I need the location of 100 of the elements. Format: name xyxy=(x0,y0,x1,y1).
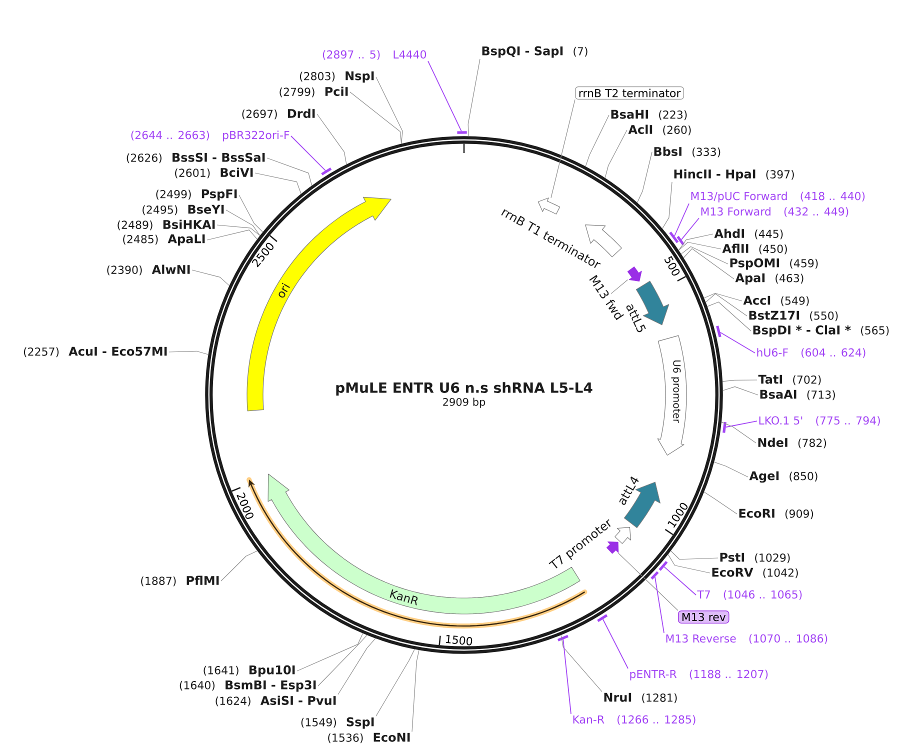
leader-line xyxy=(678,234,714,250)
leader-line xyxy=(226,210,260,236)
leader-line xyxy=(206,230,258,240)
leader-line xyxy=(714,462,748,478)
leader-line xyxy=(662,182,672,229)
leader-line xyxy=(350,92,402,144)
enzyme-site-label: EcoRI (909) xyxy=(739,508,814,520)
primer-mark xyxy=(558,634,568,642)
leader-line xyxy=(680,246,728,264)
enzyme-site-label: (2495) BseYI xyxy=(142,204,224,216)
leader-line xyxy=(290,136,326,171)
leader-line xyxy=(721,422,756,444)
enzyme-site-label: PstI (1029) xyxy=(720,552,790,564)
primer-label: T7 (1046 .. 1065) xyxy=(697,590,802,600)
primer-label: M13/pUC Forward (418 .. 440) xyxy=(691,192,865,202)
leader-line xyxy=(654,576,664,634)
leader-line xyxy=(412,650,420,732)
feature-label: attL5 xyxy=(626,304,646,332)
primer-label: LKO.1 5' (775 .. 794) xyxy=(759,416,880,426)
enzyme-site-label: (2697) DrdI xyxy=(242,108,315,120)
feature-band xyxy=(627,266,642,282)
leader-line xyxy=(585,114,610,167)
leader-line xyxy=(168,350,208,355)
enzyme-site-label: (2485) ApaLI xyxy=(123,234,205,246)
leader-line xyxy=(216,224,260,236)
leader-line xyxy=(316,114,347,165)
leader-line xyxy=(683,248,734,280)
leader-line xyxy=(560,634,602,692)
enzyme-site-label: BsaAI (713) xyxy=(760,390,835,400)
enzyme-site-label: TatI (702) xyxy=(758,374,821,386)
enzyme-site-label: (2499) PspFI xyxy=(156,189,237,201)
enzyme-site-label: BsaHI (223) xyxy=(611,110,687,120)
enzyme-site-label: (2799) PciI xyxy=(280,86,348,98)
enzyme-site-label: (2257) AcuI - Eco57MI xyxy=(24,346,167,358)
leader-line xyxy=(428,60,462,132)
primer-label: Kan-R (1266 .. 1285) xyxy=(573,715,696,725)
primer-mark xyxy=(597,614,608,622)
enzyme-site-label: BbsI (333) xyxy=(654,146,720,158)
leader-line xyxy=(668,554,710,574)
leader-line xyxy=(192,270,230,286)
enzyme-site-label: AccI (549) xyxy=(743,296,809,306)
primer-mark xyxy=(321,168,332,176)
primer-label: M13 Forward (432 .. 449) xyxy=(701,207,848,217)
enzyme-site-label: (2390) AlwNI xyxy=(107,264,190,276)
primer-mark xyxy=(676,236,684,246)
leader-line xyxy=(637,152,652,203)
enzyme-site-label: (1549) SspI xyxy=(301,717,374,729)
leader-line xyxy=(725,420,758,428)
scale-label: 1500 xyxy=(446,635,472,646)
leader-line xyxy=(468,58,480,136)
leader-line xyxy=(704,292,742,302)
primer-mark xyxy=(658,560,668,571)
leader-line xyxy=(376,648,415,716)
leader-line xyxy=(664,566,696,596)
leader-line xyxy=(550,99,576,198)
primer-label: (2644 .. 2663) pBR322ori-F xyxy=(131,130,290,142)
leader-line xyxy=(678,242,722,250)
enzyme-site-label: (2489) BsiHKAI xyxy=(118,220,215,230)
enzyme-site-label: EcoRV (1042) xyxy=(712,568,798,578)
leader-line xyxy=(681,218,700,240)
leader-line xyxy=(296,633,364,672)
callout-box: M13 rev xyxy=(678,610,730,624)
enzyme-site-label: PspOMI (459) xyxy=(730,258,818,270)
primer-label: M13 Reverse (1070 .. 1086) xyxy=(666,634,828,644)
enzyme-site-label: (2626) BssSI - BssSaI xyxy=(126,152,265,164)
leader-line xyxy=(220,550,258,582)
enzyme-site-label: (1624) AsiSI - PvuI xyxy=(216,696,336,706)
leader-line xyxy=(706,293,748,316)
enzyme-site-label: BstZ17I (550) xyxy=(749,310,838,322)
primer-mark xyxy=(716,326,722,338)
leader-line xyxy=(674,203,690,236)
primer-label: pENTR-R (1188 .. 1207) xyxy=(630,670,768,680)
primer-label: (2897 .. 5) L4440 xyxy=(322,50,426,60)
enzyme-site-label: (1887) PflMI xyxy=(141,576,219,586)
feature-band xyxy=(538,198,560,214)
leader-line xyxy=(704,492,738,514)
primer-mark xyxy=(669,232,679,244)
leader-line xyxy=(610,279,628,294)
leader-line xyxy=(720,332,756,354)
leader-line xyxy=(266,158,312,186)
enzyme-site-label: (1640) BsmBI - Esp3I xyxy=(180,680,316,692)
leader-line xyxy=(338,638,376,695)
enzyme-site-label: AgeI (850) xyxy=(749,471,818,483)
enzyme-site-label: AflII (450) xyxy=(722,244,787,254)
leader-line xyxy=(602,618,628,669)
enzyme-site-label: (2803) NspI xyxy=(300,71,374,83)
enzyme-site-label: ApaI (463) xyxy=(735,273,804,285)
primer-mark xyxy=(650,571,659,580)
leader-line xyxy=(254,172,302,194)
enzyme-site-label: BspDI * - ClaI * (565) xyxy=(753,325,889,337)
leader-line xyxy=(318,634,368,686)
enzyme-site-label: (2601) BciVI xyxy=(175,168,253,178)
enzyme-site-label: HincII - HpaI (397) xyxy=(674,169,794,181)
enzyme-site-label: BspQI - SapI (7) xyxy=(482,46,588,58)
leader-line xyxy=(618,552,678,611)
leader-line xyxy=(722,386,758,396)
primer-mark xyxy=(722,422,726,433)
enzyme-site-label: AhdI (445) xyxy=(714,228,783,240)
leader-line xyxy=(707,302,752,332)
scale-label: 500 xyxy=(664,256,680,276)
